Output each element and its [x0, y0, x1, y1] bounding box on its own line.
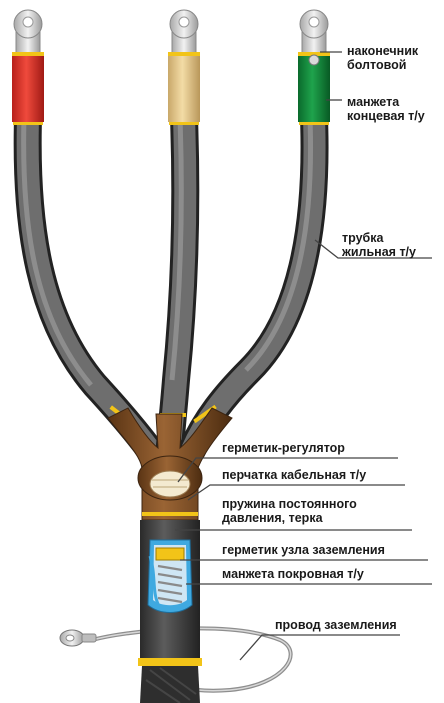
- label-sealant-regulator: герметик-регулятор: [222, 441, 345, 455]
- cable-glove: [108, 408, 232, 520]
- label-cable-glove: перчатка кабельная т/у: [222, 468, 366, 482]
- core-tube-right: [192, 118, 315, 450]
- cutaway: [148, 540, 192, 613]
- core-tube-left: [24, 118, 150, 450]
- label-ground-wire: провод заземления: [275, 618, 397, 632]
- lug-middle: [170, 10, 198, 54]
- label-ground-sealant: герметик узла заземления: [222, 543, 385, 557]
- glove-band: [142, 512, 198, 516]
- core-tube-middle: [170, 118, 185, 445]
- lug-right: [300, 10, 328, 54]
- end-cuff-green: [298, 52, 330, 122]
- end-cuff-beige: [168, 52, 200, 122]
- end-cuff-red: [12, 52, 44, 122]
- ground-wire-lug: [60, 630, 96, 646]
- lug-left: [14, 10, 42, 54]
- label-cover-cuff: манжета покровная т/у: [222, 567, 364, 581]
